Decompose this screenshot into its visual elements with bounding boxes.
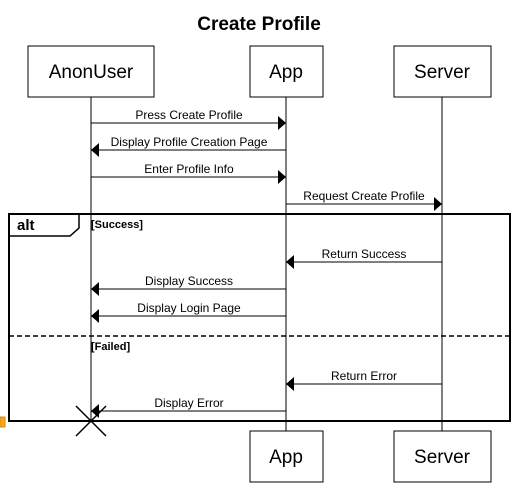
participant-app-bottom: App: [249, 430, 324, 483]
message-label: Return Error: [331, 369, 397, 383]
guard-success: [Success]: [91, 219, 143, 231]
participant-label: App: [269, 62, 303, 83]
message-press-create-profile: Press Create Profile: [91, 108, 286, 130]
participant-label: AnonUser: [49, 62, 134, 83]
arrowhead: [278, 170, 286, 184]
message-display-success: Display Success: [91, 274, 286, 296]
message-label: Press Create Profile: [135, 108, 243, 122]
message-return-success: Return Success: [286, 247, 442, 269]
arrowhead: [434, 197, 442, 211]
alt-fragment: alt [Success] [Failed]: [8, 213, 511, 422]
message-label: Display Error: [154, 396, 223, 410]
participant-label: Server: [414, 447, 471, 468]
message-label: Return Success: [322, 247, 407, 261]
resize-handle[interactable]: [0, 416, 6, 428]
message-enter-profile-info: Enter Profile Info: [91, 162, 286, 184]
participant-app-top: App: [249, 45, 324, 98]
arrowhead: [91, 282, 99, 296]
participant-server-top: Server: [393, 45, 492, 98]
participant-anon-user-top: AnonUser: [27, 45, 155, 98]
message-display-login-page: Display Login Page: [91, 301, 286, 323]
message-label: Request Create Profile: [303, 189, 425, 203]
arrowhead: [91, 143, 99, 157]
arrowhead: [91, 309, 99, 323]
message-label: Display Profile Creation Page: [111, 135, 268, 149]
message-label: Display Success: [145, 274, 233, 288]
participant-server-bottom: Server: [393, 430, 492, 483]
message-label: Display Login Page: [137, 301, 241, 315]
message-request-create-profile: Request Create Profile: [286, 189, 442, 211]
arrowhead: [91, 404, 99, 418]
arrowhead: [286, 255, 294, 269]
participant-label: Server: [414, 62, 471, 83]
message-display-error: Display Error: [91, 396, 286, 418]
fragment-tab: [9, 213, 80, 237]
fragment-operator: alt: [17, 217, 35, 234]
destroy-marker-icon: [75, 405, 107, 437]
message-return-error: Return Error: [286, 369, 442, 391]
diagram-title: Create Profile: [197, 14, 321, 35]
message-label: Enter Profile Info: [144, 162, 234, 176]
guard-failed: [Failed]: [91, 341, 130, 353]
arrowhead: [286, 377, 294, 391]
arrowhead: [278, 116, 286, 130]
participant-label: App: [269, 447, 303, 468]
message-display-profile-creation-page: Display Profile Creation Page: [91, 135, 286, 157]
fragment-frame: [8, 213, 511, 422]
